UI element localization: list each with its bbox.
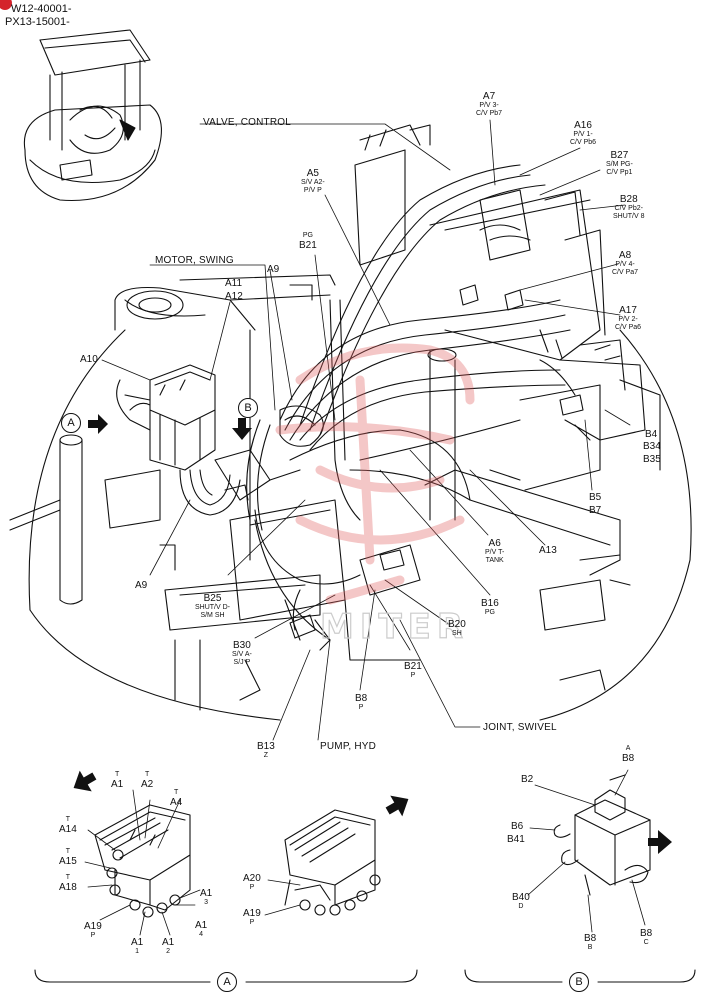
serial-line-2: PX13-15001- <box>5 16 70 28</box>
leader-lines <box>84 119 646 936</box>
callout-view-b-b6: B6 <box>511 821 524 832</box>
title-pump-hyd: PUMP, HYD <box>320 741 377 752</box>
callout-a9-top: A9 <box>267 264 280 275</box>
machine-thumbnail <box>23 29 162 202</box>
callout-b7: B7 <box>589 505 602 516</box>
detail-brackets <box>34 969 696 983</box>
title-motor-swing: MOTOR, SWING <box>155 255 234 266</box>
view-marker-a: A <box>61 413 81 433</box>
callout-view-b-b2: B2 <box>521 774 534 785</box>
callout-a9-bottom: A9 <box>135 580 148 591</box>
serial-line-1: W12-40001- <box>11 3 72 15</box>
detail-b-block <box>553 774 651 896</box>
hose-bundle <box>246 164 576 651</box>
control-valve <box>354 124 646 441</box>
callout-b4: B4 <box>645 429 658 440</box>
callout-a13: A13 <box>539 545 557 556</box>
view-label-a: A <box>217 972 237 992</box>
swing-motor <box>116 364 324 516</box>
callout-b5: B5 <box>589 492 602 503</box>
callout-b35: B35 <box>643 454 661 465</box>
callout-view-b-b41: B41 <box>507 834 525 845</box>
view-label-b: B <box>569 972 589 992</box>
callout-a11: A11 <box>225 278 243 289</box>
direction-arrows <box>73 414 672 854</box>
watermark-seal <box>275 343 475 605</box>
corner-badge <box>0 0 12 10</box>
callout-b34: B34 <box>643 441 661 452</box>
callout-a12: A12 <box>225 291 243 302</box>
detail-a-left <box>94 804 191 918</box>
upper-frame <box>9 274 692 721</box>
title-valve-control: VALVE, CONTROL <box>203 117 292 128</box>
detail-a-right <box>284 809 381 916</box>
watermark-text: MITER <box>320 607 469 647</box>
view-marker-b: B <box>238 398 258 418</box>
title-joint-swivel: JOINT, SWIVEL <box>483 722 557 733</box>
callout-a10: A10 <box>80 354 98 365</box>
